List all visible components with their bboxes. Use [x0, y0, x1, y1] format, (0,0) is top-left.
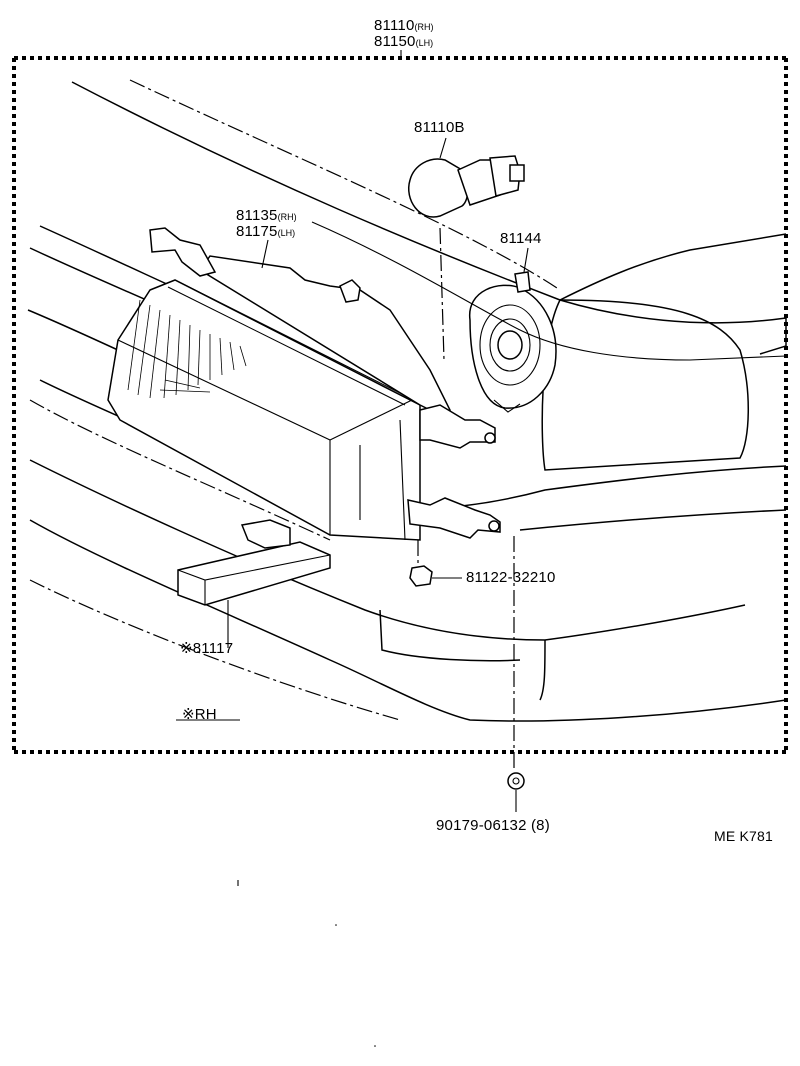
- leader-lines: [176, 137, 787, 721]
- label-drawing-code: ME K781: [714, 828, 773, 844]
- bulb-81110b: [408, 155, 525, 361]
- nut-90179: [507, 536, 525, 812]
- label-nut: 90179-06132 (8): [436, 817, 550, 834]
- label-bulb-socket: 81144: [500, 230, 542, 247]
- label-housing-lh: 81175(LH): [236, 223, 296, 240]
- label-headlamp-lh: 81150(LH): [374, 33, 434, 50]
- socket-81144: [469, 271, 557, 413]
- adjuster-81122: [409, 540, 462, 587]
- label-housing-rh: 81135(RH): [236, 207, 297, 224]
- lens-hatching: [127, 299, 247, 399]
- label-adjuster: 81122-32210: [466, 569, 556, 586]
- assembly-frame: [12, 50, 788, 754]
- headlamp-unit: [107, 227, 501, 541]
- label-side-marker: ※81117: [180, 640, 234, 657]
- label-bulb: 81110B: [414, 119, 465, 136]
- label-headlamp-rh: 81110(RH): [374, 17, 434, 34]
- label-side-marker-note: ※RH: [182, 706, 217, 723]
- side-marker-81117: [177, 519, 331, 606]
- scan-specks: [237, 880, 376, 1047]
